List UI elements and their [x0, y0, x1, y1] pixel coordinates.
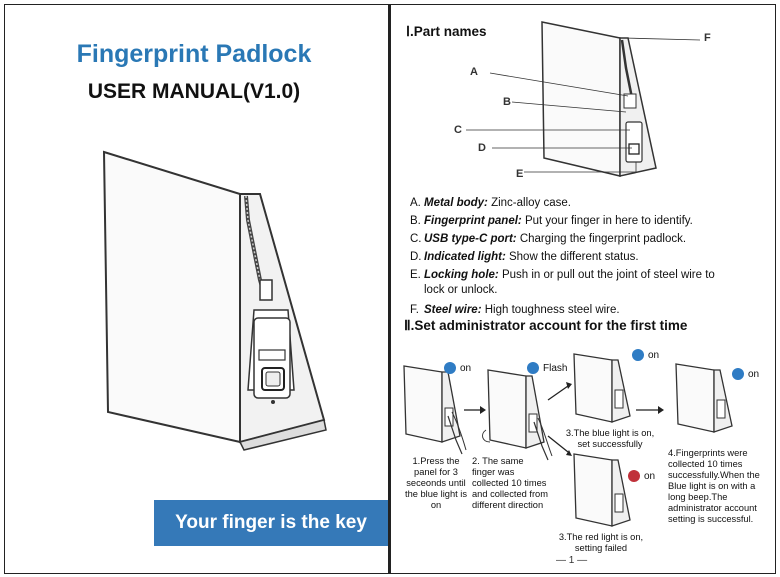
cover-title: Fingerprint Padlock — [76, 40, 312, 68]
callout-d: D — [478, 142, 486, 154]
light-on-indicator-1: on — [444, 362, 471, 374]
part-item: C.USB type-C port: Charging the fingerpr… — [410, 233, 687, 245]
section-part-names-heading: Ⅰ.Part names — [406, 24, 487, 39]
setup-steps-diagram — [403, 353, 733, 527]
part-item: D.Indicated light: Show the different st… — [410, 251, 639, 263]
lock-step-1 — [403, 365, 467, 455]
page-divider — [388, 4, 391, 574]
part-item: E.Locking hole: Push in or pull out the … — [410, 269, 715, 296]
step-1-text: 1.Press the panel for 3 seceonds until t… — [404, 456, 468, 510]
lock-step-3-failed — [573, 453, 631, 527]
part-item: F.Steel wire: High toughness steel wire. — [410, 304, 620, 316]
part-list: A.Metal body: Zinc-alloy case. B.Fingerp… — [410, 194, 770, 319]
blue-light-icon — [444, 362, 456, 374]
section-admin-heading: Ⅱ.Set administrator account for the firs… — [404, 318, 688, 333]
callout-e: E — [516, 168, 524, 180]
red-light-icon — [628, 470, 640, 482]
light-on-indicator-red: on — [628, 470, 655, 482]
cover-subtitle: USER MANUAL(V1.0) — [87, 80, 301, 103]
step-4-text: 4.Fingerprints were collected 10 times s… — [668, 448, 760, 524]
light-on-indicator-2: on — [632, 349, 659, 361]
padlock-illustration — [102, 150, 327, 451]
callout-f: F — [704, 32, 711, 44]
page-number: — 1 — — [556, 555, 588, 566]
part-diagram — [466, 21, 701, 177]
lock-step-2 — [482, 369, 553, 461]
step-2-text: 2. The same finger was collected 10 time… — [472, 456, 548, 510]
blue-light-icon — [632, 349, 644, 361]
blue-light-icon — [732, 368, 744, 380]
lock-step-3-success — [573, 353, 631, 423]
step-3a-text: 3.The blue light is on, set successfully — [565, 428, 655, 449]
callout-c: C — [454, 124, 462, 136]
tagline-banner: Your finger is the key — [154, 500, 388, 546]
step-3b-text: 3.The red light is on, setting failed — [558, 532, 644, 553]
part-item: B.Fingerprint panel: Put your finger in … — [410, 215, 693, 227]
part-item: A.Metal body: Zinc-alloy case. — [410, 197, 571, 209]
callout-a: A — [470, 66, 478, 78]
blue-light-icon — [527, 362, 539, 374]
callout-b: B — [503, 96, 511, 108]
light-flash-indicator: Flash — [527, 362, 567, 374]
lock-step-4 — [675, 363, 733, 433]
light-on-indicator-3: on — [732, 368, 759, 380]
